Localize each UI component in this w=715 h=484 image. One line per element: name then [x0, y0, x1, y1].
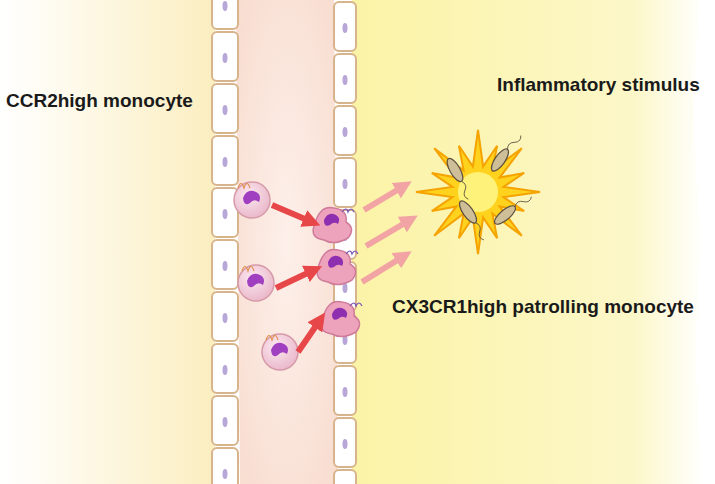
adhesion-arrow [272, 205, 312, 222]
endothelial-cell [334, 418, 356, 467]
cx3cr1-receptor [350, 303, 362, 306]
cx3cr1-monocyte [321, 301, 359, 336]
cell-nucleus [223, 157, 228, 167]
cell-nucleus [343, 439, 348, 449]
cell-nucleus [343, 179, 348, 189]
bacterium [488, 131, 522, 174]
figure-label: CCR2high monocyte [6, 90, 193, 113]
endothelial-cell [212, 292, 238, 341]
vessel-lumen [236, 0, 338, 484]
adhesion-arrow [298, 320, 320, 352]
endothelial-cell [334, 366, 356, 415]
monocyte-nucleus [247, 274, 264, 287]
ccr2-monocyte [234, 182, 270, 218]
flagellum [514, 193, 533, 210]
endothelial-cell [212, 240, 238, 289]
cx3cr1-monocyte [313, 207, 351, 242]
bacterium-body [492, 203, 518, 227]
ccr2-receptor [238, 184, 250, 189]
monocytes [234, 182, 362, 370]
endothelial-cell [212, 344, 238, 393]
ccr2-receptor [266, 336, 278, 341]
endothelial-cell [212, 136, 238, 185]
tissue-right [352, 0, 704, 484]
endothelial-cell [334, 2, 356, 51]
figure-label: Inflammatory stimulus [497, 74, 700, 97]
endothelial-cell [334, 158, 356, 207]
cell-nucleus [343, 127, 348, 137]
monocyte-nucleus [243, 191, 260, 204]
cx3cr1-monocyte [317, 249, 355, 284]
flagellum [457, 180, 472, 200]
stimulus-star [416, 130, 540, 254]
cx3cr1-receptor [346, 251, 358, 254]
bacterium [492, 191, 533, 228]
cell-nucleus [343, 75, 348, 85]
flagellum [472, 222, 488, 241]
cell-nucleus [223, 469, 228, 479]
cx3cr1-receptor [342, 209, 354, 212]
monocyte-nucleus [332, 308, 347, 320]
bacterium [444, 156, 475, 200]
cell-nucleus [223, 1, 228, 11]
adhesion-arrow [276, 270, 314, 288]
migration-arrow [362, 256, 404, 282]
endothelial-cell [334, 106, 356, 155]
figure-label: CX3CR1high patrolling monocyte [392, 296, 694, 319]
migration-arrows [272, 186, 410, 352]
cell-nucleus [223, 313, 228, 323]
cell-nucleus [223, 417, 228, 427]
vessel-walls [212, 0, 356, 484]
inflammatory-stimulus-figure [416, 130, 540, 254]
ccr2-receptor [242, 267, 254, 272]
migration-arrow [364, 186, 404, 210]
bacterium-body [488, 146, 511, 173]
monocyte-nucleus [271, 343, 288, 356]
ccr2-monocyte [262, 334, 298, 370]
endothelial-cell [212, 448, 238, 484]
cell-nucleus [343, 387, 348, 397]
monocyte-nucleus [324, 214, 339, 226]
endothelial-cell [212, 32, 238, 81]
endothelial-cell [212, 0, 238, 29]
endothelial-cell [334, 470, 356, 484]
ccr2-monocyte [238, 265, 274, 301]
bacterium-body [444, 156, 466, 184]
monocyte-nucleus [328, 256, 343, 268]
cell-nucleus [223, 365, 228, 375]
bacterium [456, 198, 490, 241]
cell-nucleus [223, 209, 228, 219]
cell-nucleus [223, 261, 228, 271]
endothelial-cell [334, 54, 356, 103]
endothelial-cell [212, 84, 238, 133]
cell-nucleus [223, 105, 228, 115]
tissue-left [0, 0, 215, 484]
flagellum [506, 133, 522, 152]
cell-nucleus [343, 23, 348, 33]
migration-arrow [366, 220, 410, 246]
bacterium-body [456, 198, 479, 225]
endothelial-cell [212, 396, 238, 445]
cell-nucleus [223, 53, 228, 63]
